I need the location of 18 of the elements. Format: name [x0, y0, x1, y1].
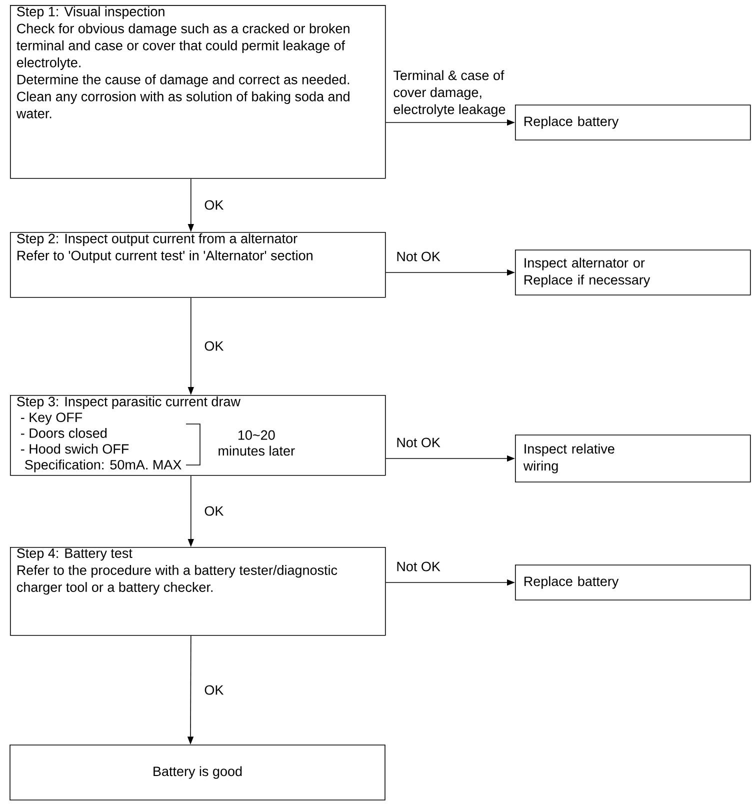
edge-label: Not OK: [395, 250, 442, 262]
step-box: Step 3: Inspect parasitic current draw - Key OFF - Doors closed - Hood swich OFF 10~20 minutes later Specification: 50mA. MAX: [10, 395, 386, 476]
result-box: Replace battery: [515, 564, 751, 600]
end-box: Battery is good: [10, 744, 386, 800]
step-box: Step 2: Inspect output current from a alternator Refer to 'Output current test' in 'Alternator' section: [10, 232, 386, 298]
result-box: Replace battery: [515, 104, 751, 140]
edge-label: OK: [203, 505, 225, 517]
result-box: Inspect alternator or Replace if necessary: [515, 250, 751, 296]
edge-label: OK: [203, 340, 225, 352]
edge-label: Not OK: [395, 436, 442, 448]
edge-label: Terminal & case of cover damage, electrolyte leakage: [392, 69, 512, 118]
edge-label: Not OK: [395, 560, 442, 572]
edge-label: OK: [203, 199, 225, 211]
step-box: Step 1: Visual inspection Check for obvious damage such as a cracked or broken terminal and case or cover that could permit leakage of electrolyte. Determine the cause of damage and correct as needed. Clean any corrosion with as solution of baking soda and water.: [10, 5, 386, 179]
step-box: Step 4: Battery test Refer to the procedure with a battery tester/diagnostic charger tool or a battery checker.: [10, 547, 386, 636]
time-note: 10~20 minutes later: [218, 430, 295, 456]
result-box: Inspect relative wiring: [515, 434, 751, 482]
edge-label: OK: [203, 684, 225, 696]
